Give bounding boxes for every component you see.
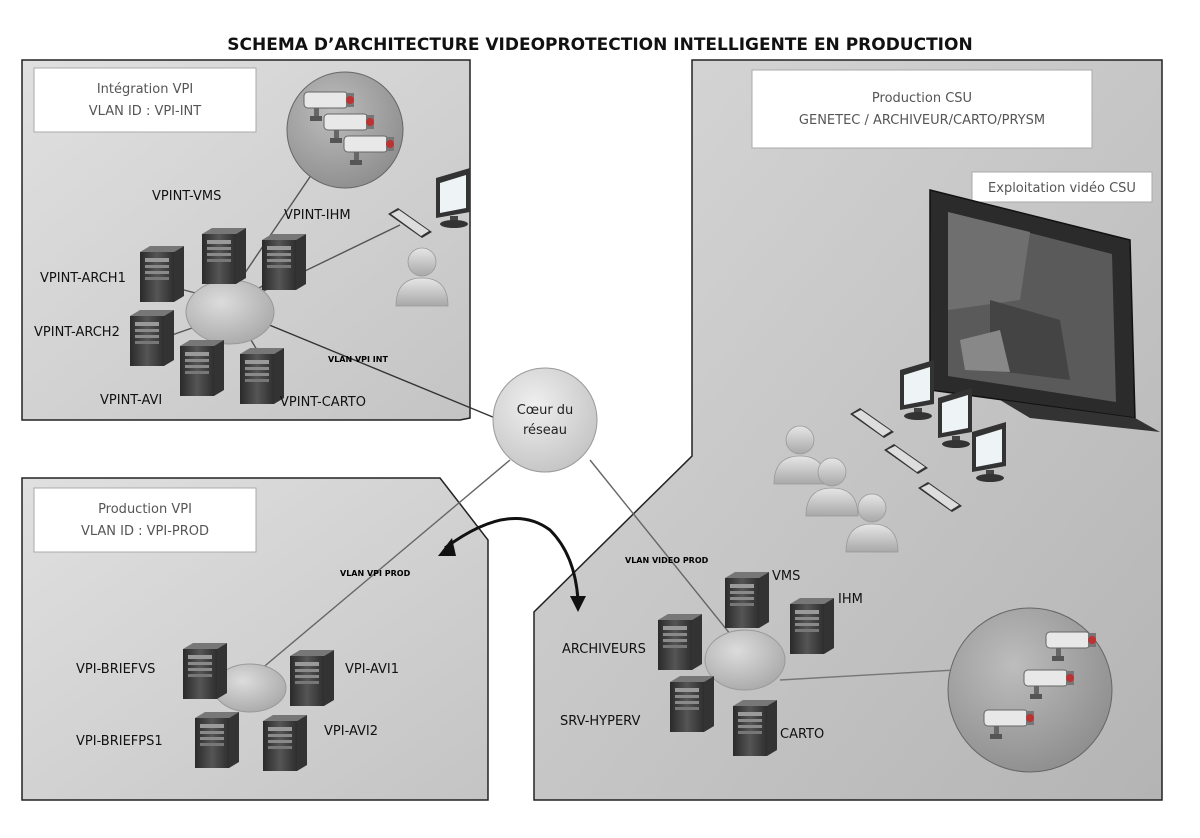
server-label: VMS [772, 569, 800, 584]
diagram-title: SCHEMA D’ARCHITECTURE VIDEOPROTECTION IN… [227, 35, 972, 55]
server-icon [263, 715, 307, 771]
zone-production-vpi: Production VPI VLAN ID : VPI-PROD [21, 477, 489, 801]
core-label-line2: réseau [523, 423, 567, 438]
integration-server-labels: VPINT-VMS VPINT-IHM VPINT-ARCH1 VPINT-AR… [34, 189, 366, 410]
server-icon [290, 650, 334, 706]
server-label: VPI-AVI1 [345, 662, 399, 677]
core-label-line1: Cœur du [517, 403, 574, 418]
server-icon [140, 246, 184, 302]
csu-label-box [751, 69, 1093, 149]
server-label: VPINT-CARTO [280, 395, 366, 410]
integration-zone-name: Intégration VPI [97, 82, 193, 97]
network-core: Cœur du réseau [492, 367, 598, 473]
server-icon [195, 712, 239, 768]
csu-server-labels: VMS IHM ARCHIVEURS SRV-HYPERV CARTO [560, 569, 863, 742]
server-label: SRV-HYPERV [560, 714, 640, 729]
video-wall-screen [929, 189, 1160, 432]
server-label: VPI-BRIEFPS1 [76, 734, 163, 749]
server-label: VPI-BRIEFVS [76, 662, 155, 677]
integration-switch [185, 279, 275, 345]
server-label: ARCHIVEURS [562, 642, 646, 657]
csu-switch [704, 629, 786, 691]
prodvpi-vlan-id: VLAN ID : VPI-PROD [81, 524, 209, 539]
csu-zone-subtitle: GENETEC / ARCHIVEUR/CARTO/PRYSM [799, 113, 1045, 128]
server-label: VPINT-AVI [100, 393, 162, 408]
server-icon [658, 614, 702, 670]
integration-vlan-id: VLAN ID : VPI-INT [89, 104, 201, 119]
server-label: VPINT-ARCH2 [34, 325, 120, 340]
server-icon [733, 700, 777, 756]
camera-cluster-integration [286, 71, 404, 189]
server-icon [130, 310, 174, 366]
link-int-switch-core [261, 321, 501, 421]
csu-zone-name: Production CSU [872, 91, 972, 106]
server-icon [180, 340, 224, 396]
server-icon [240, 348, 284, 404]
server-label: VPINT-ARCH1 [40, 271, 126, 286]
flow-arrow [438, 517, 586, 612]
exploitation-label-box [971, 171, 1153, 203]
server-icon [790, 598, 834, 654]
server-icon [670, 676, 714, 732]
integration-label-box [33, 67, 257, 133]
link-core-prodvpi-switch [259, 459, 511, 671]
server-label: VPINT-VMS [152, 189, 221, 204]
server-icon [183, 643, 227, 699]
server-label: VPI-AVI2 [324, 724, 378, 739]
prodvpi-label-box [33, 487, 257, 553]
vlan-vpi-prod-label: VLAN VPI PROD [340, 569, 411, 578]
link-core-csu-switch [589, 459, 736, 641]
server-icon [725, 572, 769, 628]
server-label: CARTO [780, 727, 824, 742]
server-icon [262, 234, 306, 290]
camera-cluster-csu [947, 607, 1113, 773]
server-icon [202, 228, 246, 284]
vlan-vpi-int-label: VLAN VPI INT [328, 355, 388, 364]
server-label: IHM [838, 592, 863, 607]
prodvpi-zone-name: Production VPI [98, 502, 192, 517]
server-label: VPINT-IHM [284, 208, 351, 223]
prodvpi-server-labels: VPI-BRIEFVS VPI-AVI1 VPI-BRIEFPS1 VPI-AV… [76, 662, 399, 749]
exploitation-label: Exploitation vidéo CSU [988, 181, 1136, 196]
vlan-video-prod-label: VLAN VIDEO PROD [625, 556, 709, 565]
